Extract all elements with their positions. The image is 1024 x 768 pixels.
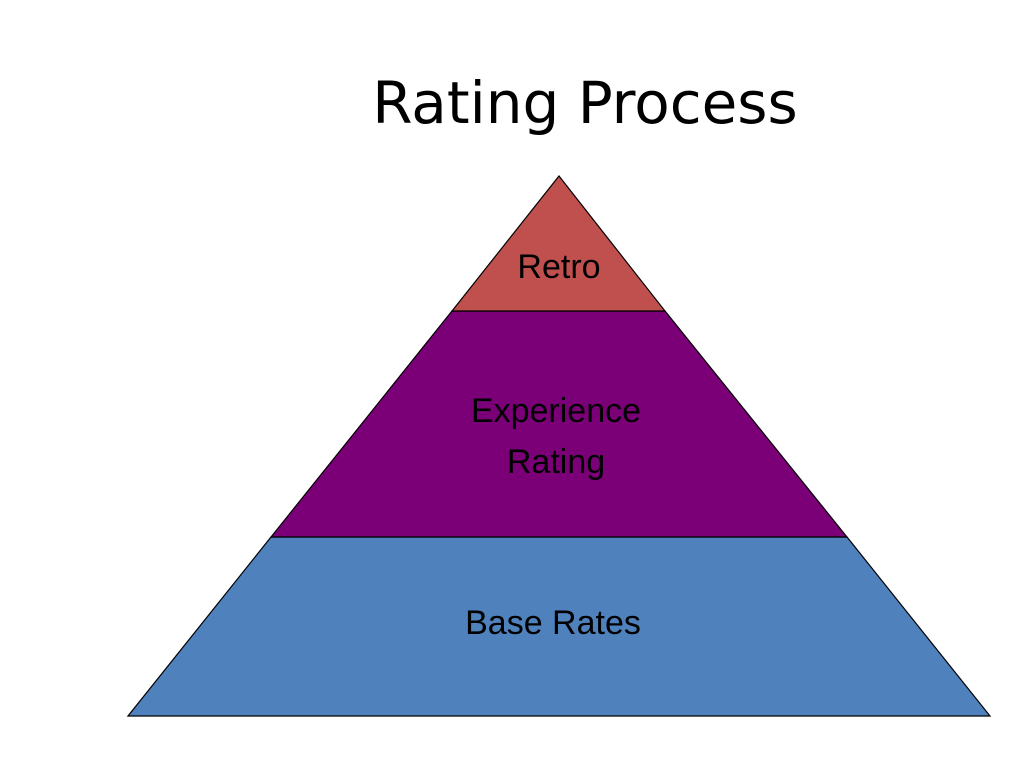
retro-label: Retro — [517, 248, 600, 286]
experience-rating-label-line1: Experience — [471, 392, 641, 430]
slide-title: Rating Process — [372, 69, 798, 137]
base-rates-label: Base Rates — [465, 604, 641, 642]
pyramid-tier-retro — [450, 175, 667, 312]
experience-rating-label-line2: Rating — [507, 443, 605, 481]
